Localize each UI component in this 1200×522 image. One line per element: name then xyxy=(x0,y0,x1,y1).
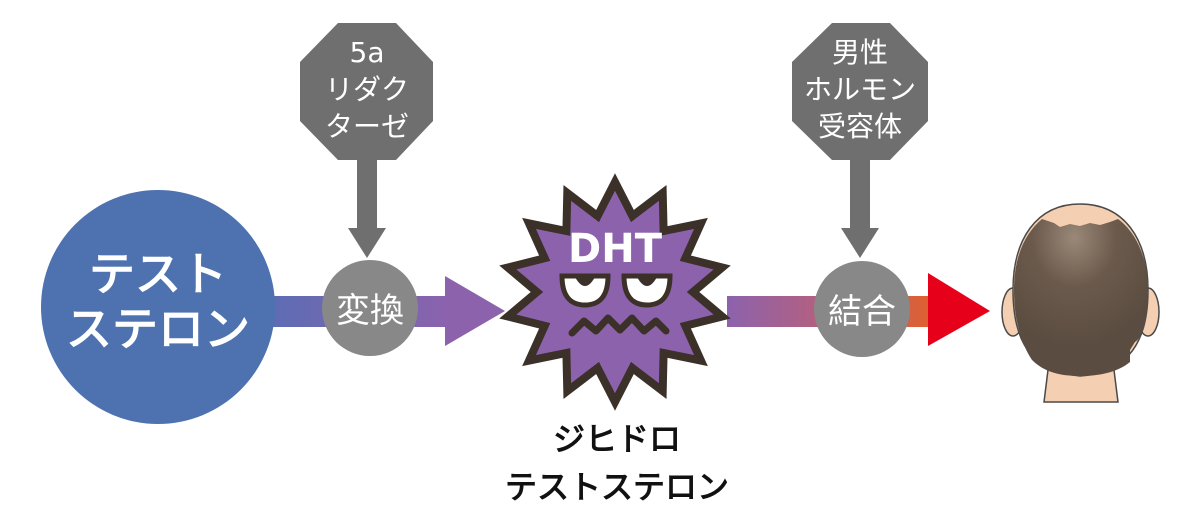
dht-eyes xyxy=(559,273,673,308)
enzyme-arrow-head xyxy=(348,228,386,258)
binding-label: 結合 xyxy=(828,292,896,332)
dht-spiky-body xyxy=(499,173,731,411)
enzyme-node: 5a リダク ターゼ xyxy=(300,23,433,258)
enzyme-label-line2: リダク xyxy=(325,73,409,106)
enzyme-label-line3: ターゼ xyxy=(325,110,409,143)
balding-head-icon xyxy=(1001,203,1160,403)
receptor-arrow-head xyxy=(841,228,879,258)
conversion-node: 変換 xyxy=(322,260,418,356)
receptor-label-line3: 受容体 xyxy=(818,110,902,143)
testosterone-label-line1: テスト xyxy=(89,247,227,301)
flow-arrowhead-2 xyxy=(928,273,990,346)
dht-badge-label: DHT xyxy=(568,226,663,272)
testosterone-label-line2: ステロン xyxy=(66,302,250,356)
testosterone-node: テスト ステロン xyxy=(41,190,275,424)
conversion-label: 変換 xyxy=(336,291,404,331)
receptor-node: 男性 ホルモン 受容体 xyxy=(792,23,928,258)
receptor-label-line2: ホルモン xyxy=(804,73,916,106)
dht-caption-line2: テストステロン xyxy=(505,468,729,506)
dht-caption-line1: ジヒドロ xyxy=(553,420,681,458)
dht-node: DHT ジヒドロ テストステロン xyxy=(499,173,731,506)
enzyme-label-line1: 5a xyxy=(350,36,385,69)
receptor-label-line1: 男性 xyxy=(832,36,888,69)
enzyme-arrow-stem xyxy=(357,158,377,230)
flow-arrowhead-1 xyxy=(445,276,505,346)
binding-node: 結合 xyxy=(814,261,910,357)
dht-mouth xyxy=(568,314,670,337)
receptor-arrow-stem xyxy=(850,158,870,230)
